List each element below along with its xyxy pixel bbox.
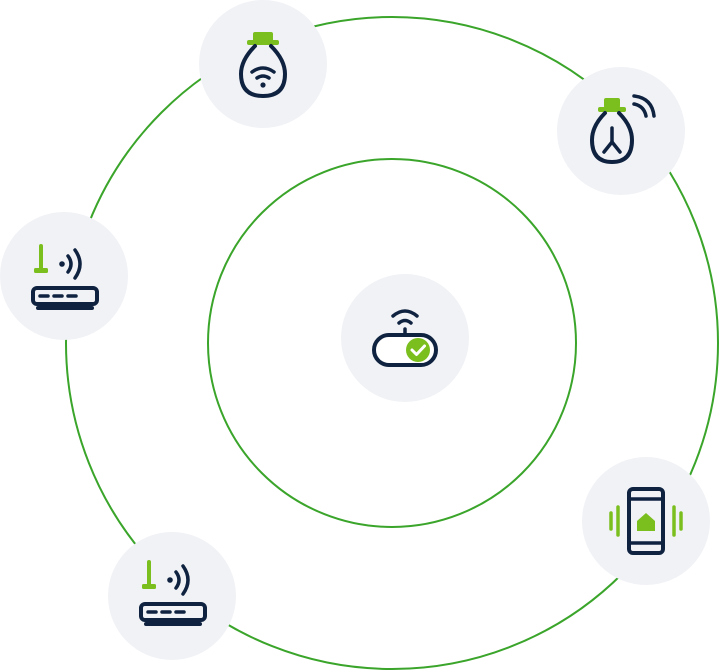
smart-hub-connected-icon [372, 309, 438, 367]
wifi-router-icon [139, 560, 207, 626]
device-node-bulb-wifi [199, 0, 327, 128]
device-node-phone-home [582, 457, 710, 585]
inner-ring [207, 158, 577, 528]
hub-node [341, 274, 469, 402]
device-node-bulb-clock [557, 67, 685, 195]
device-node-router-left [0, 212, 128, 340]
device-node-router-bottom [108, 532, 236, 660]
outer-ring [65, 16, 719, 670]
wifi-router-icon [31, 244, 99, 310]
smart-bulb-wifi-icon [239, 32, 287, 98]
smartphone-home-app-vibrating-icon [609, 487, 683, 555]
smart-bulb-timer-signal-icon [590, 94, 656, 164]
